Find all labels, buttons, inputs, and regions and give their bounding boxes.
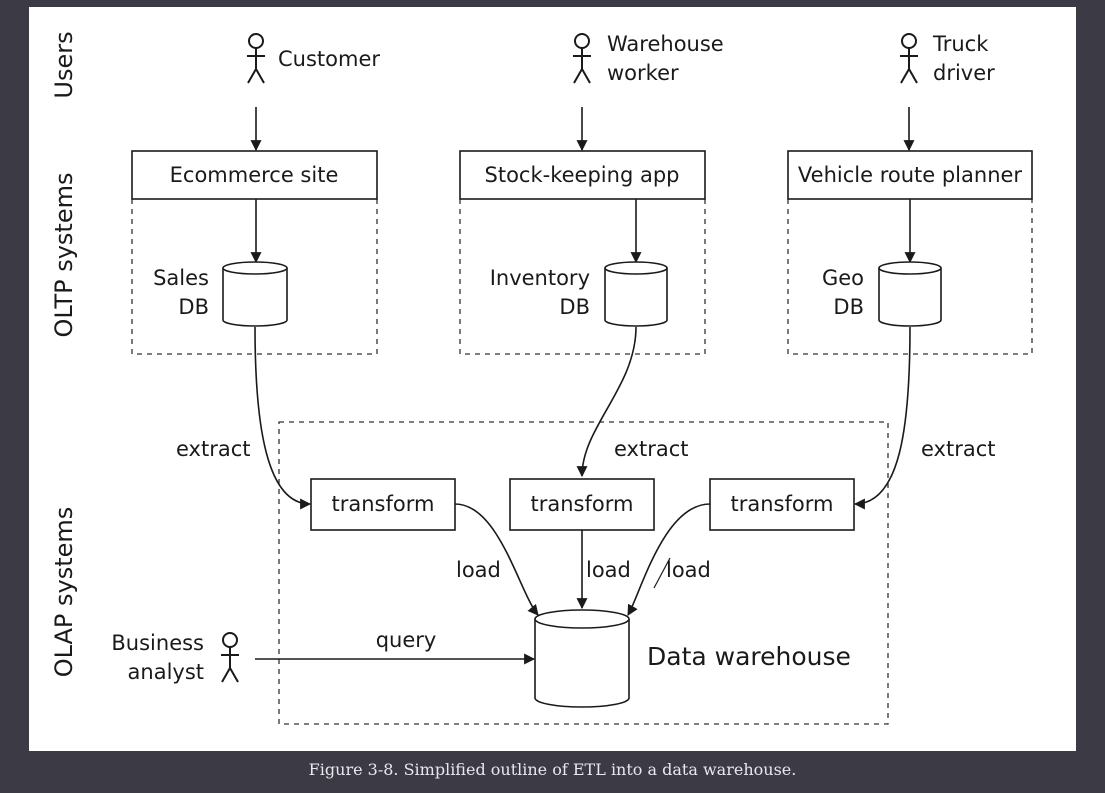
database-icon-inventory: [604, 261, 668, 327]
user-label-warehouse-worker-line1: Warehouse: [607, 32, 724, 56]
extract-label-inventory: extract: [614, 437, 689, 461]
query-label: query: [376, 628, 437, 652]
db-label-sales-line2: DB: [178, 295, 209, 319]
user-label-business-analyst-line2: analyst: [128, 660, 204, 684]
database-icon-geo: [878, 261, 942, 327]
load-label-1: load: [456, 558, 501, 582]
transform-label-1: transform: [332, 492, 435, 516]
figure-caption: Figure 3-8. Simplified outline of ETL in…: [308, 760, 797, 779]
app-box-route-planner: [787, 150, 1033, 200]
app-box-ecommerce: [131, 150, 378, 200]
person-icon-truck-driver: [900, 33, 918, 84]
load-label-2: load: [586, 558, 631, 582]
db-label-inventory-line2: DB: [559, 295, 590, 319]
user-label-customer: Customer: [278, 47, 380, 71]
app-label-stock-keeping: Stock-keeping app: [485, 163, 680, 187]
data-warehouse-label: Data warehouse: [647, 642, 851, 671]
olap-boundary: [278, 421, 889, 725]
user-label-truck-driver-line2: driver: [933, 61, 995, 85]
user-label-warehouse-worker-line2: worker: [607, 61, 679, 85]
lane-label-oltp: OLTP systems: [50, 173, 78, 338]
person-icon-customer: [247, 33, 265, 84]
app-label-ecommerce: Ecommerce site: [170, 163, 339, 187]
user-label-business-analyst-line1: Business: [111, 631, 204, 655]
transform-box-1: [310, 478, 456, 531]
diagram-panel: Users OLTP systems OLAP systems Customer…: [29, 7, 1076, 751]
transform-box-3: [709, 478, 855, 531]
database-icon-data-warehouse: [534, 609, 630, 708]
app-label-route-planner: Vehicle route planner: [798, 163, 1023, 187]
load-label-3: load: [666, 558, 711, 582]
extract-arrows: [254, 326, 911, 510]
person-icon-business-analyst: [221, 632, 239, 683]
load-arrows: [454, 503, 711, 616]
etl-diagram: Users OLTP systems OLAP systems Customer…: [50, 31, 1033, 725]
person-icon-warehouse-worker: [573, 33, 591, 84]
transform-label-3: transform: [731, 492, 834, 516]
db-label-geo-line1: Geo: [822, 266, 864, 290]
lane-label-olap: OLAP systems: [50, 507, 78, 678]
lane-label-users: Users: [50, 31, 78, 98]
app-to-db-arrows: [250, 199, 916, 264]
extract-label-sales: extract: [176, 437, 251, 461]
extract-label-geo: extract: [921, 437, 996, 461]
user-to-app-arrows: [250, 107, 915, 152]
transform-label-2: transform: [531, 492, 634, 516]
load-label-3-slash: [653, 557, 671, 589]
db-label-geo-line2: DB: [833, 295, 864, 319]
db-label-inventory-line1: Inventory: [490, 266, 590, 290]
db-label-sales-line1: Sales: [153, 266, 209, 290]
app-box-stock-keeping: [459, 150, 706, 200]
transform-box-2: [509, 478, 655, 531]
database-icon-sales: [222, 261, 288, 327]
user-label-truck-driver-line1: Truck: [932, 32, 989, 56]
